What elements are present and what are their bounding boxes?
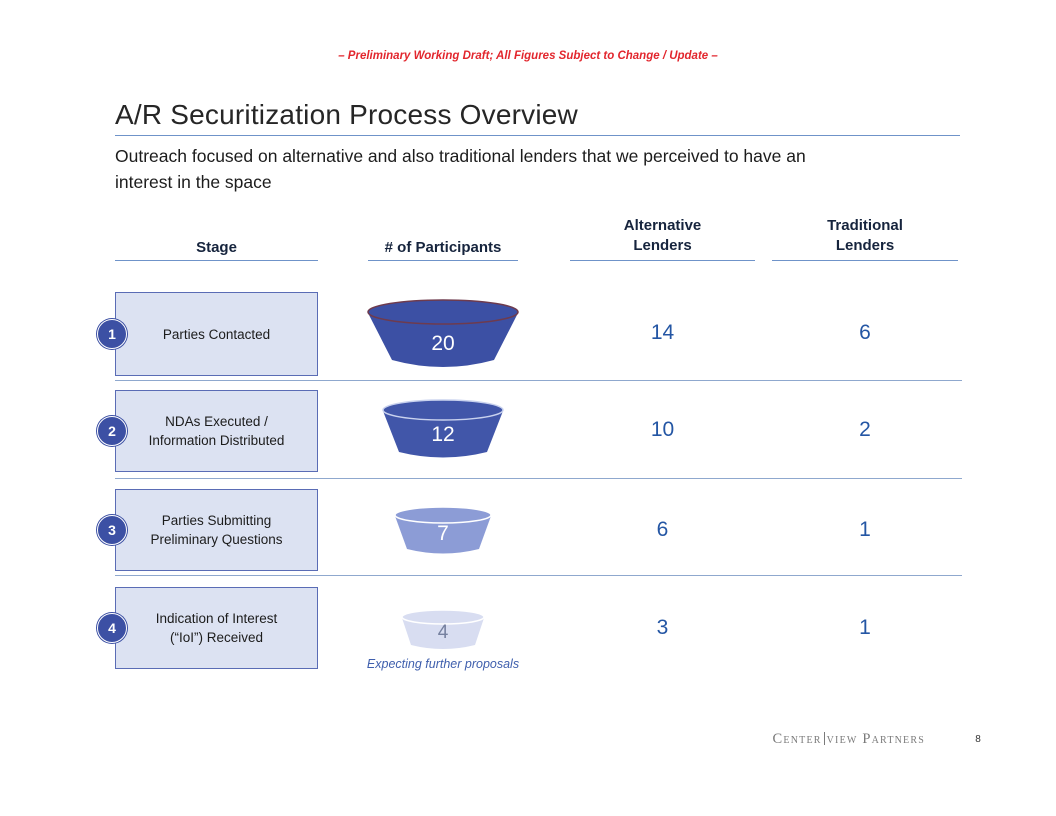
header-underline-alternative bbox=[570, 260, 755, 261]
funnel-stage-3: 7 bbox=[393, 506, 493, 558]
stage-label: Parties Submitting Preliminary Questions bbox=[150, 513, 283, 547]
row-separator bbox=[115, 478, 962, 479]
logo-text-right: view Partners bbox=[826, 731, 925, 747]
column-header-participants: # of Participants bbox=[384, 239, 502, 256]
funnel-stage-4: 4 bbox=[400, 609, 486, 653]
stage-box-ioi-received: Indication of Interest (“IoI”) Received bbox=[115, 587, 318, 669]
stage-number-badge-1: 1 bbox=[97, 319, 127, 349]
traditional-lenders-value-4: 1 bbox=[859, 616, 871, 639]
funnel-stage-2: 12 bbox=[381, 399, 505, 463]
funnel-value: 4 bbox=[437, 621, 449, 643]
stage-box-ndas-executed: NDAs Executed / Information Distributed bbox=[115, 390, 318, 472]
slide-subtitle: Outreach focused on alternative and also… bbox=[115, 146, 806, 192]
header-underline-stage bbox=[115, 260, 318, 261]
funnel-shape bbox=[367, 299, 519, 367]
stage-label: NDAs Executed / Information Distributed bbox=[148, 414, 285, 448]
alternative-lenders-value-4: 3 bbox=[656, 616, 669, 639]
stage-label: Parties Contacted bbox=[162, 326, 271, 342]
header-underline-traditional bbox=[772, 260, 958, 261]
badge-number: 1 bbox=[108, 326, 116, 342]
column-header-traditional-lenders: Traditional Lenders bbox=[827, 217, 903, 254]
funnel-note: Expecting further proposals bbox=[366, 657, 520, 671]
traditional-lenders-value-3: 1 bbox=[859, 518, 871, 541]
stage-box-preliminary-questions: Parties Submitting Preliminary Questions bbox=[115, 489, 318, 571]
column-header-alternative-lenders: Alternative Lenders bbox=[623, 217, 702, 254]
alternative-lenders-value-2: 10 bbox=[650, 418, 675, 441]
funnel-shape bbox=[394, 506, 492, 554]
row-separator bbox=[115, 575, 962, 576]
page-title: A/R Securitization Process Overview bbox=[115, 99, 578, 130]
funnel-shape bbox=[401, 609, 485, 649]
stage-label: Indication of Interest (“IoI”) Received bbox=[155, 611, 278, 645]
funnel-stage-1: 20 bbox=[365, 297, 521, 375]
stage-number-badge-3: 3 bbox=[97, 515, 127, 545]
funnel-value: 20 bbox=[431, 331, 455, 355]
alternative-lenders-value-3: 6 bbox=[656, 518, 669, 541]
logo-divider bbox=[823, 732, 825, 745]
stage-box-parties-contacted: Parties Contacted bbox=[115, 292, 318, 376]
alternative-lenders-value-1: 14 bbox=[650, 321, 675, 344]
badge-number: 4 bbox=[108, 620, 116, 636]
traditional-lenders-value-2: 2 bbox=[859, 418, 871, 441]
badge-number: 3 bbox=[108, 522, 116, 538]
funnel-shape bbox=[382, 399, 504, 458]
funnel-value: 12 bbox=[431, 422, 455, 446]
row-separator bbox=[115, 380, 962, 381]
logo-text-left: Center bbox=[772, 731, 822, 747]
stage-number-badge-4: 4 bbox=[97, 613, 127, 643]
traditional-lenders-value-1: 6 bbox=[859, 321, 871, 344]
funnel-value: 7 bbox=[437, 522, 449, 546]
title-underline bbox=[115, 135, 960, 136]
badge-number: 2 bbox=[108, 423, 116, 439]
draft-disclaimer: – Preliminary Working Draft; All Figures… bbox=[338, 50, 718, 62]
page-number: 8 bbox=[975, 734, 981, 745]
header-underline-participants bbox=[368, 260, 518, 261]
stage-number-badge-2: 2 bbox=[97, 416, 127, 446]
column-header-stage: Stage bbox=[196, 239, 237, 256]
